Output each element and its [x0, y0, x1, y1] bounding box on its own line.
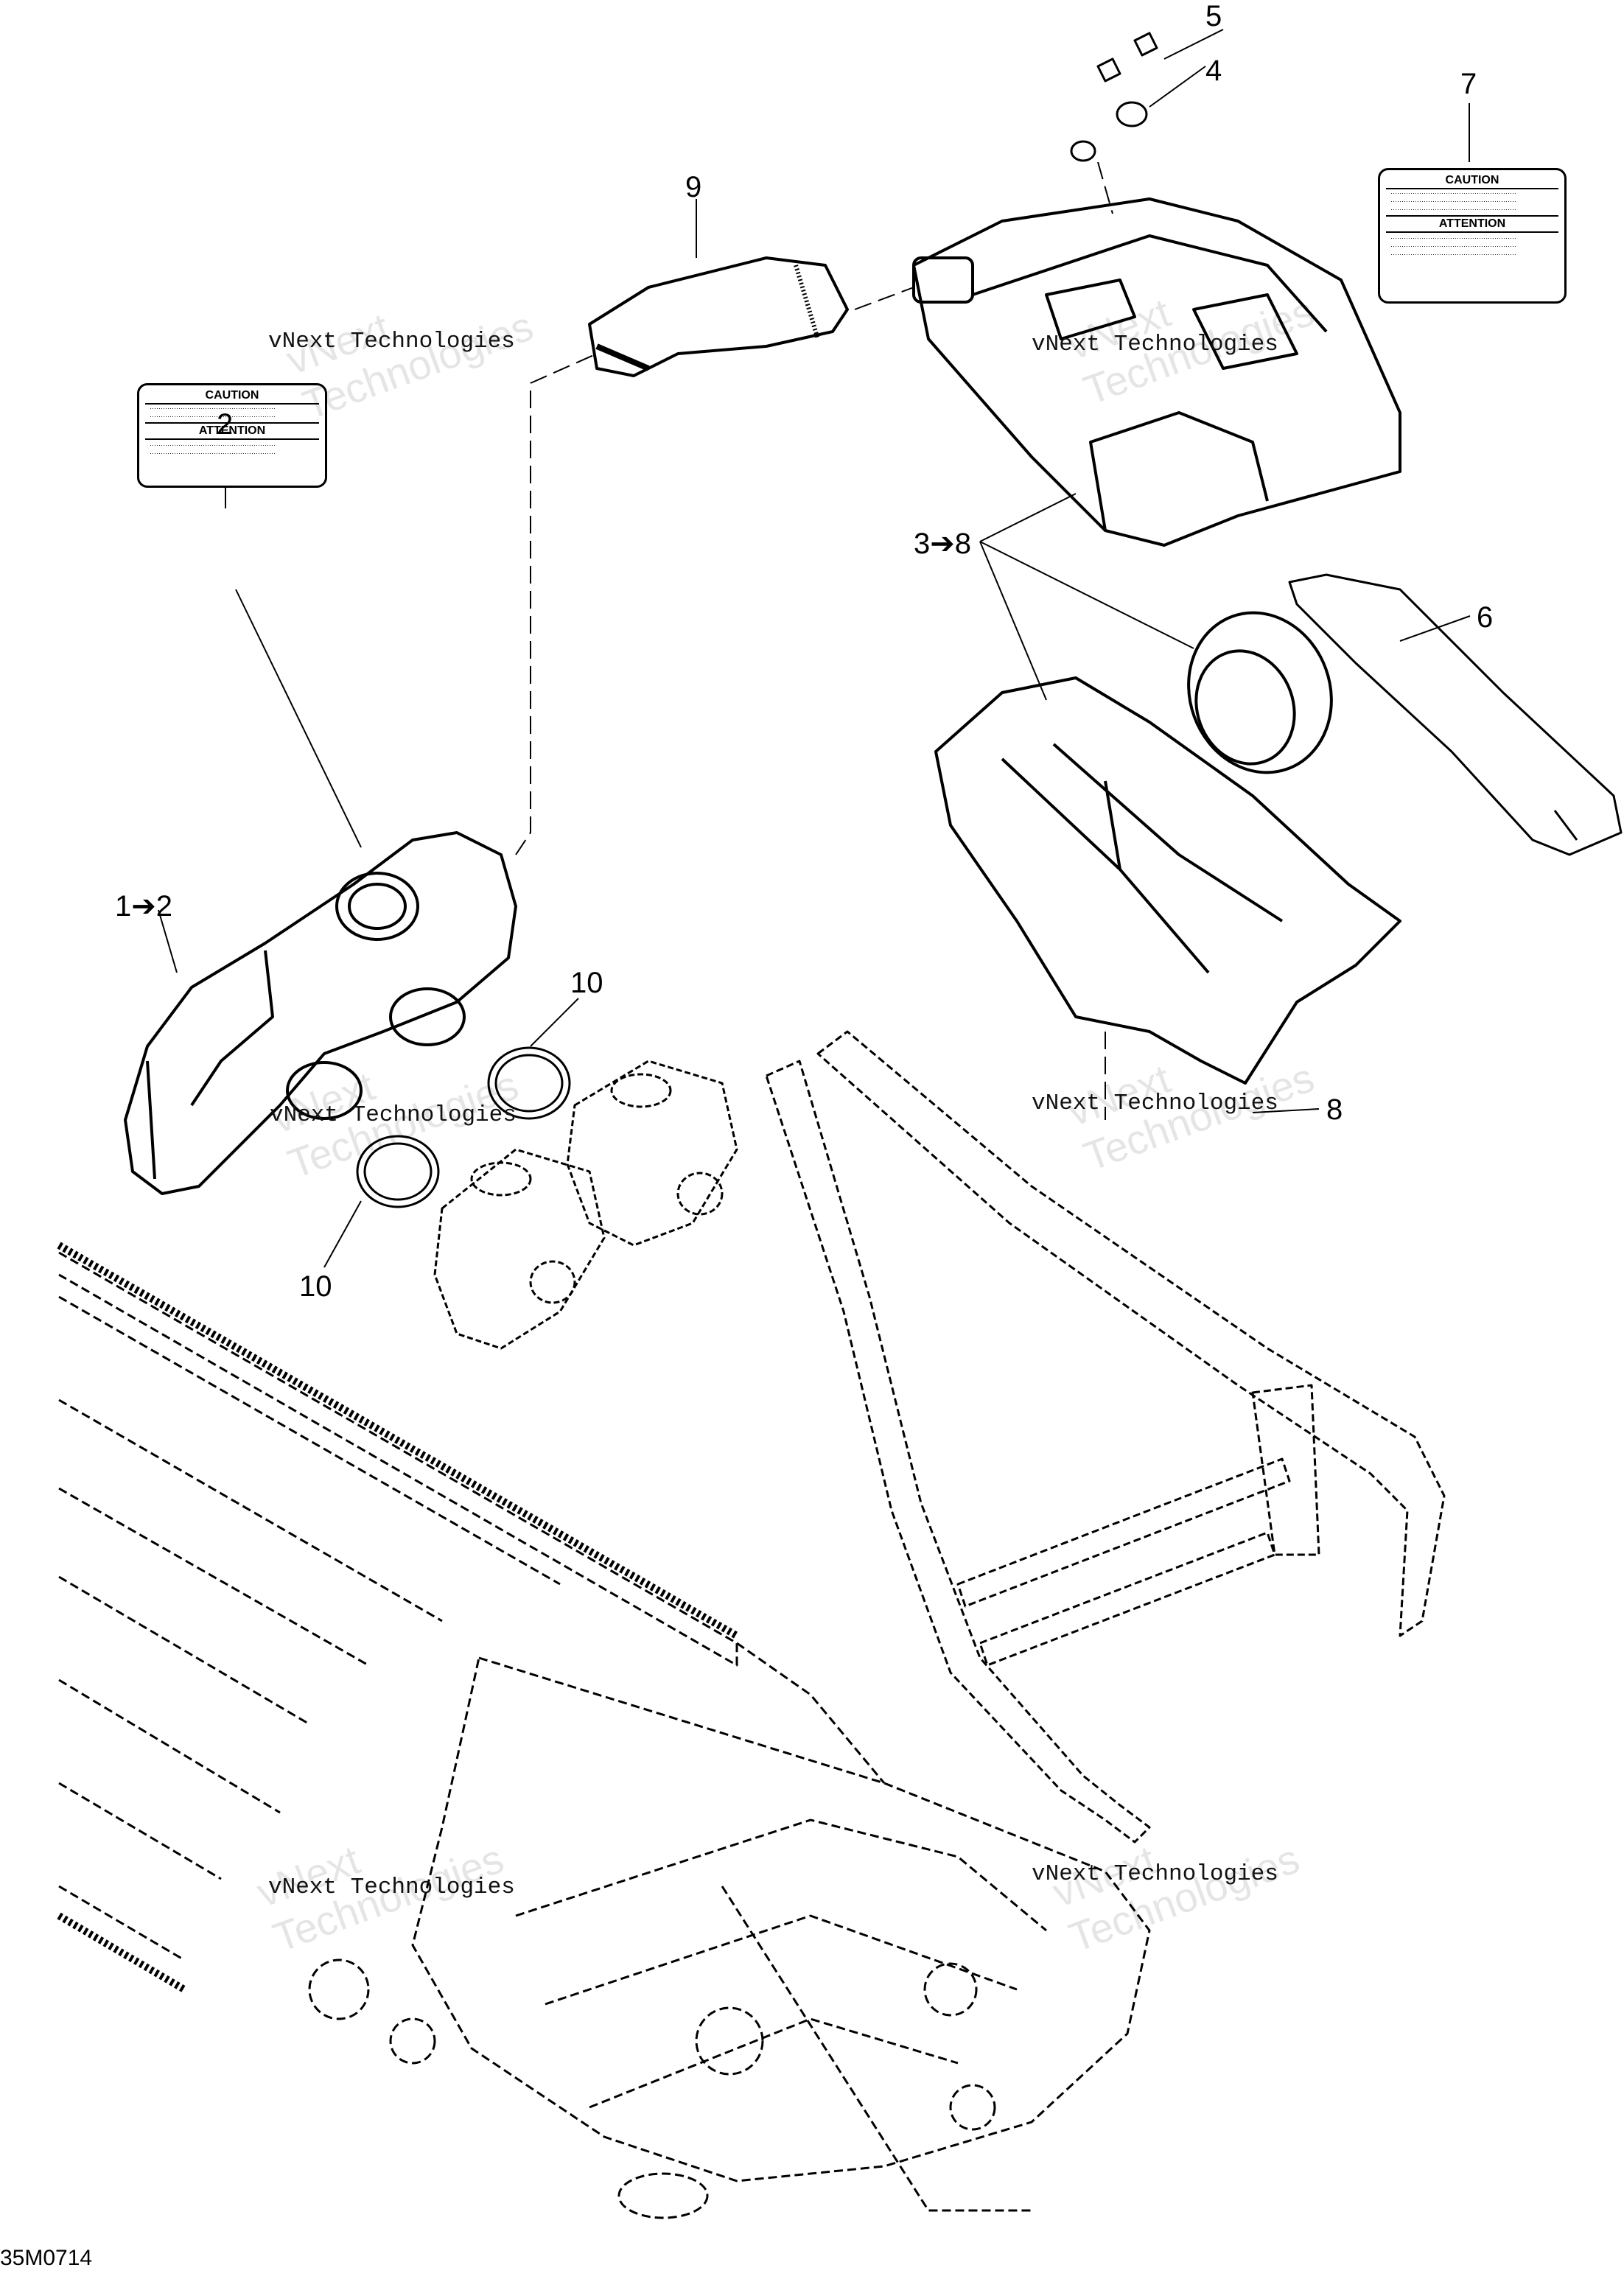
track-rail	[57, 1242, 739, 1639]
callout-9: 9	[685, 171, 702, 203]
clamp-lower	[356, 1135, 440, 1208]
watermark: vNext Technologies	[1032, 1091, 1278, 1116]
air-intake-hose	[588, 256, 849, 377]
intake-silencer	[124, 831, 517, 1195]
decal-attention-title: ATTENTION	[145, 422, 319, 440]
decal-text-line: ········································…	[1390, 234, 1516, 242]
watermark: vNext Technologies	[268, 329, 515, 354]
chassis-tunnel	[58, 1251, 1151, 2219]
watermark: vNext Technologies	[1032, 1861, 1278, 1887]
decal-text-line: ········································…	[150, 449, 276, 457]
decal-text-line: ········································…	[1390, 197, 1516, 205]
decal-attention-title: ATTENTION	[1386, 215, 1558, 233]
callout-6: 6	[1477, 601, 1494, 634]
airbox-upper	[912, 197, 1401, 547]
grommet	[1070, 101, 1148, 162]
fittings	[1096, 32, 1158, 83]
clamp-upper	[487, 1046, 571, 1120]
frame-tube	[765, 1030, 1446, 1844]
airbox-lower	[934, 676, 1401, 1085]
decal-text-line: ········································…	[1390, 189, 1516, 197]
callout-5: 5	[1205, 0, 1222, 32]
callout-7: 7	[1460, 68, 1477, 100]
adaptor-ring	[1187, 611, 1333, 774]
decal-text-line: ········································…	[150, 413, 276, 420]
decal-text-line: ········································…	[1390, 242, 1516, 250]
decal-text-line: ········································…	[1390, 251, 1516, 258]
watermark: vNext Technologies	[268, 1874, 515, 1900]
foam-filter	[1288, 573, 1623, 856]
watermark: vNext Technologies	[270, 1102, 517, 1128]
watermark: vNext Technologies	[1032, 332, 1278, 357]
carburetors	[433, 1060, 738, 1350]
callout-1-2: 1➔2	[115, 890, 173, 923]
decal-text-line: ········································…	[150, 441, 276, 449]
callout-2: 2	[217, 408, 234, 441]
decal-caution-title: CAUTION	[145, 388, 319, 405]
decal-text-line: ········································…	[1390, 206, 1516, 213]
drawing-id: 35M0714	[0, 2246, 93, 2270]
decal-caution-title: CAUTION	[1386, 173, 1558, 189]
caution-decal-2: CAUTION ································…	[137, 383, 327, 488]
callout-10-upper: 10	[570, 967, 603, 999]
callout-4: 4	[1205, 55, 1222, 87]
callout-10-lower: 10	[299, 1270, 332, 1303]
callout-3-8: 3➔8	[914, 528, 972, 560]
decal-text-line: ········································…	[150, 405, 276, 412]
callout-8: 8	[1326, 1093, 1343, 1126]
caution-decal-7: CAUTION ································…	[1378, 168, 1567, 304]
